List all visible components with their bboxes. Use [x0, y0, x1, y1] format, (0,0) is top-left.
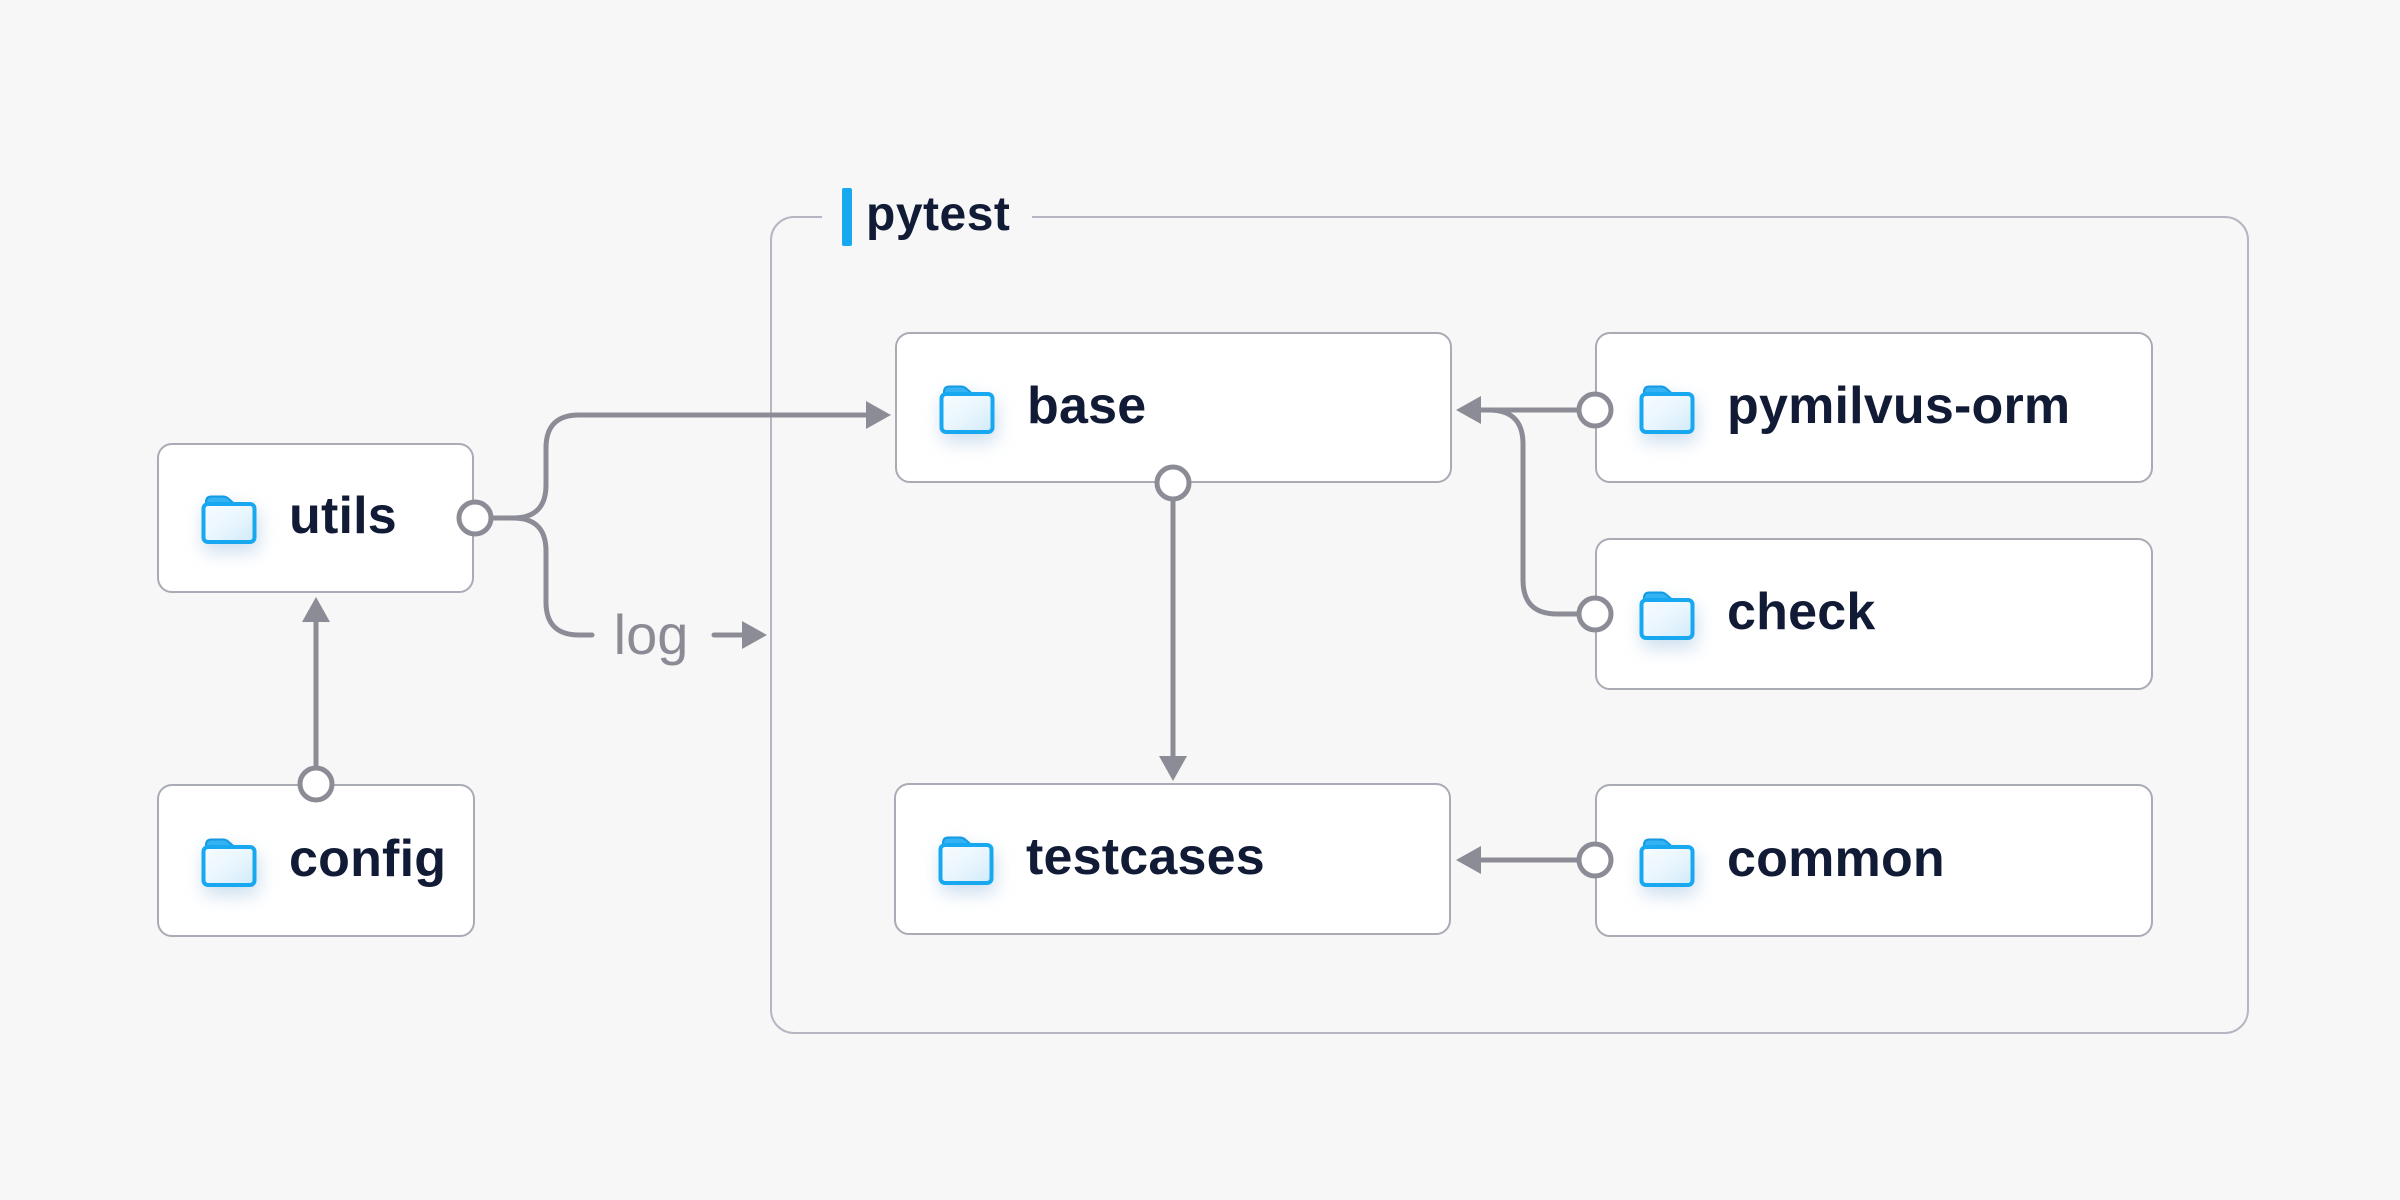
pytest-group-box	[770, 216, 2249, 1034]
node-check: check	[1595, 538, 2153, 690]
edge-config-to-utils	[302, 597, 330, 769]
node-common: common	[1595, 784, 2153, 937]
folder-icon	[201, 494, 257, 544]
node-label: config	[289, 829, 447, 888]
pytest-group-label: pytest	[822, 181, 1033, 253]
node-label: pymilvus-orm	[1727, 376, 2071, 435]
node-utils: utils	[157, 443, 474, 593]
folder-icon	[938, 835, 994, 885]
folder-icon	[201, 837, 257, 887]
node-base: base	[895, 332, 1452, 483]
node-config: config	[157, 784, 475, 937]
folder-icon	[939, 384, 995, 434]
pytest-group-title: pytest	[866, 187, 1011, 241]
folder-icon	[1639, 837, 1695, 887]
folder-icon	[1639, 384, 1695, 434]
node-pymilvus-orm: pymilvus-orm	[1595, 332, 2153, 483]
folder-icon	[1639, 590, 1695, 640]
blue-accent-bar	[842, 188, 852, 246]
node-label: common	[1727, 829, 1945, 888]
log-edge-label: log	[613, 603, 689, 666]
node-label: testcases	[1026, 828, 1265, 886]
edge-utils-to-log	[510, 515, 595, 638]
node-label: utils	[289, 487, 397, 545]
node-label: base	[1027, 376, 1147, 435]
edge-log-into-pytest	[711, 621, 767, 649]
node-testcases: testcases	[894, 783, 1451, 935]
node-label: check	[1727, 583, 1876, 641]
